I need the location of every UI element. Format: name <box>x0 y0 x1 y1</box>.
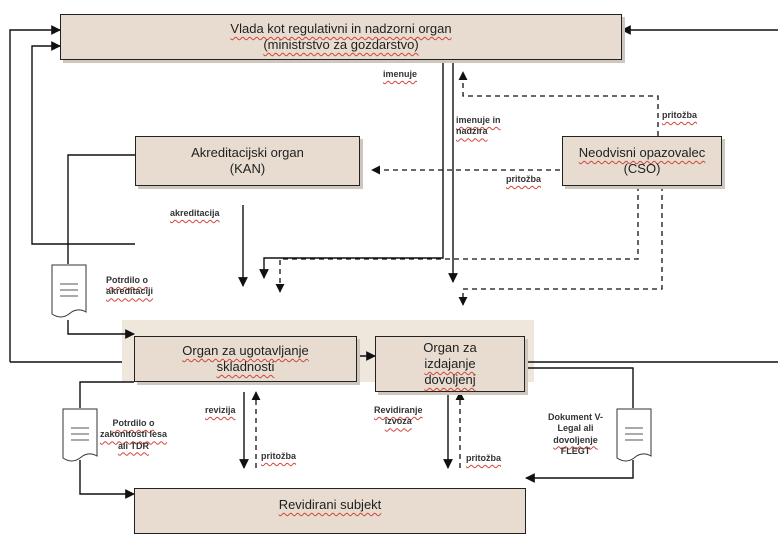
licensing-label-line2: izdajanje <box>424 355 476 371</box>
edge-label-imenuje-in-nadzira: imenuje in nadzira <box>456 115 501 137</box>
legality-cert-line2: zakonitosti lesa <box>100 429 168 440</box>
accreditation-cert-label: Potrdilo o akreditaciji <box>106 275 153 298</box>
conformity-node: Organ za ugotavljanje skladnosti <box>134 336 357 382</box>
edge-licensing-to-vlegal <box>525 367 634 408</box>
edge-kan-to-cert <box>67 154 135 264</box>
licensing-node: Organ za izdajanje dovoljenj <box>375 336 525 392</box>
legality-cert-doc-icon <box>62 408 98 462</box>
edge-observer-pritozba-to-government <box>458 71 659 136</box>
accreditation-cert-line2: akreditaciji <box>106 286 154 297</box>
edge-label-revidiranje: Revidiranje izvoza <box>374 405 423 427</box>
edge-observer-to-conformity <box>275 186 639 293</box>
vlegal-doc-line3: dovoljenje <box>553 434 598 445</box>
edge-cert-to-conformity <box>67 320 135 339</box>
edge-label-imenuje: imenuje <box>383 69 418 79</box>
auditee-label: Revidirani subjekt <box>278 497 382 512</box>
edge-observer-to-licensing <box>458 186 663 306</box>
government-node: Vlada kot regulativni in nadzorni organ … <box>60 14 622 60</box>
edge-label-akreditacija: akreditacija <box>170 208 220 218</box>
vlegal-doc-label: Dokument V- Legal ali dovoljenje FLEGT <box>548 412 603 457</box>
legality-cert-label: Potrdilo o zakonitosti lesa ali TDR <box>100 418 167 452</box>
vlegal-doc-line4: FLEGT <box>560 445 591 456</box>
observer-label-line2: (CSO) <box>623 161 661 176</box>
edge-conformity-to-legality-cert <box>79 381 134 408</box>
auditee-node: Revidirani subjekt <box>134 488 526 534</box>
observer-node: Neodvisni opazovalec (CSO) <box>562 136 722 186</box>
vlegal-doc-line2: Legal ali <box>557 423 594 434</box>
government-label-line2: (ministrstvo za gozdarstvo) <box>263 37 419 52</box>
licensing-label-line3: dovoljenj <box>424 372 476 388</box>
legality-cert-line3: ali TDR <box>118 440 150 451</box>
conformity-label-line2: skladnosti <box>216 359 275 374</box>
edge-outer-left-to-government <box>9 25 61 362</box>
edge-label-pritozba-left: pritožba <box>261 451 296 461</box>
edge-vlegal-to-auditee <box>525 460 634 483</box>
edge-imenuje <box>259 60 444 279</box>
edge-label-pritozba-right: pritožba <box>466 453 501 463</box>
vlegal-doc-icon <box>616 408 652 462</box>
edge-label-pritozba-top: pritožba <box>662 110 697 120</box>
edge-label-revizija: revizija <box>205 405 236 415</box>
vlegal-doc-line1: Dokument V- <box>548 412 604 422</box>
accreditation-label-line1: Akreditacijski organ <box>191 144 304 160</box>
accreditation-cert-line1: Potrdilo o <box>106 275 148 285</box>
government-label-line1: Vlada kot regulativni in nadzorni organ <box>230 20 452 36</box>
conformity-label-line1: Organ za ugotavljanje <box>182 342 309 358</box>
edge-legality-cert-to-auditee <box>79 460 135 499</box>
legality-cert-line1: Potrdilo o <box>112 418 155 428</box>
observer-label-line1: Neodvisni opazovalec <box>578 144 706 160</box>
accreditation-label-line2: (KAN) <box>229 161 266 176</box>
accreditation-node: Akreditacijski organ (KAN) <box>135 136 360 186</box>
licensing-label-line1: Organ za <box>423 339 477 355</box>
edge-label-pritozba-mid: pritožba <box>506 174 541 184</box>
edge-kan-to-government <box>31 41 135 245</box>
accreditation-cert-doc-icon <box>51 264 87 318</box>
